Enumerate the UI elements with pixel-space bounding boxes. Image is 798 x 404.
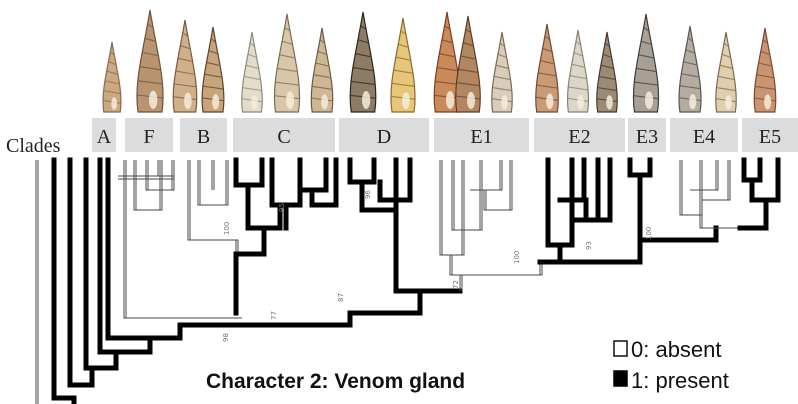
clade-e1: E1 [434, 118, 529, 152]
clade-e5: E5 [742, 118, 798, 152]
clade-e3: E3 [628, 118, 666, 152]
branch-absent [470, 160, 500, 190]
branch-absent [124, 160, 240, 318]
legend-label-present: 1: present [631, 368, 729, 393]
clade-e4: E4 [670, 118, 738, 152]
clade-c: C [233, 118, 335, 152]
shell-image [492, 32, 513, 112]
clade-label: E3 [636, 126, 658, 148]
branch-absent-outline [120, 176, 174, 179]
shell-image [311, 28, 333, 112]
shell-image [633, 14, 658, 112]
branch-present [396, 210, 420, 291]
branch-absent [484, 160, 510, 210]
branch-absent-outline [452, 255, 542, 275]
branch-absent [134, 160, 160, 210]
branch-absent-outline [126, 160, 242, 318]
clade-label: D [377, 126, 391, 148]
branch-absent [452, 160, 480, 230]
support-value: 100 [513, 251, 521, 264]
legend-swatch-absent [614, 341, 627, 356]
branch-present [744, 160, 760, 180]
branch-present [740, 200, 766, 228]
branch-absent-outline [682, 160, 702, 215]
clade-label: E5 [759, 126, 781, 148]
clade-band: Clades A F B C D E1 E2 E3 E4 E5 [6, 118, 798, 157]
branch-absent [690, 160, 716, 190]
branch-absent-outline [704, 160, 730, 200]
clade-label: E1 [470, 126, 492, 148]
shell-image [274, 14, 299, 112]
clade-label: E4 [693, 126, 715, 148]
legend-label-absent: 0: absent [631, 337, 722, 362]
branch-absent-outline [472, 160, 502, 190]
branch-present [108, 160, 180, 338]
support-value: 87 [337, 293, 345, 302]
clade-label: F [143, 126, 154, 148]
support-value: 95 [278, 203, 286, 212]
clade-label: C [277, 126, 290, 148]
branch-absent [450, 255, 540, 275]
branch-present [180, 313, 350, 325]
support-value: 77 [270, 311, 278, 320]
branch-absent [702, 160, 728, 200]
clade-b: B [180, 118, 227, 152]
branch-present [350, 160, 374, 182]
clades-label: Clades [6, 135, 61, 157]
clade-label: E2 [568, 126, 590, 148]
shell-image [597, 32, 618, 112]
branch-present [236, 228, 264, 254]
shell-image [536, 24, 559, 112]
branch-present [272, 160, 300, 205]
branch-present [70, 160, 92, 385]
branch-present [300, 160, 326, 190]
clade-label: B [197, 126, 210, 148]
shell-image [391, 18, 415, 112]
shell-image [567, 30, 588, 112]
shell-image [173, 20, 197, 112]
support-value: 93 [585, 241, 593, 250]
clade-a: A [92, 118, 116, 152]
shell-image [242, 32, 263, 112]
branch-absent-outline [442, 160, 464, 255]
branch-absent [146, 160, 172, 190]
support-value: 100 [223, 222, 231, 235]
shell-image [679, 26, 701, 112]
branch-present [540, 245, 560, 262]
shell-image [350, 12, 376, 112]
support-value: 100 [645, 227, 653, 240]
branch-absent-outline [486, 160, 512, 210]
shell-image [103, 42, 121, 112]
shell-image [716, 32, 737, 112]
clade-d: D [339, 118, 429, 152]
branch-absent-outline [148, 160, 174, 190]
branch-absent-outline [692, 160, 718, 190]
clade-e2: E2 [534, 118, 625, 152]
legend-swatch-present [614, 371, 627, 386]
branch-present [236, 160, 262, 185]
clade-f: F [125, 118, 173, 152]
shell-image [754, 28, 776, 112]
figure-title: Character 2: Venom gland [206, 370, 465, 393]
branch-absent [680, 160, 700, 215]
clade-label: A [97, 126, 112, 148]
support-value: 98 [222, 333, 230, 342]
branch-absent [440, 160, 462, 255]
shell-image [137, 10, 164, 112]
legend: 0: absent 1: present [614, 337, 729, 393]
support-value: 96 [364, 190, 372, 199]
shell-image [456, 16, 481, 112]
branch-absent-outline [454, 160, 482, 230]
branch-present [350, 291, 420, 313]
support-value: 72 [452, 280, 460, 289]
shell-images [103, 10, 776, 112]
shell-image [202, 27, 224, 112]
